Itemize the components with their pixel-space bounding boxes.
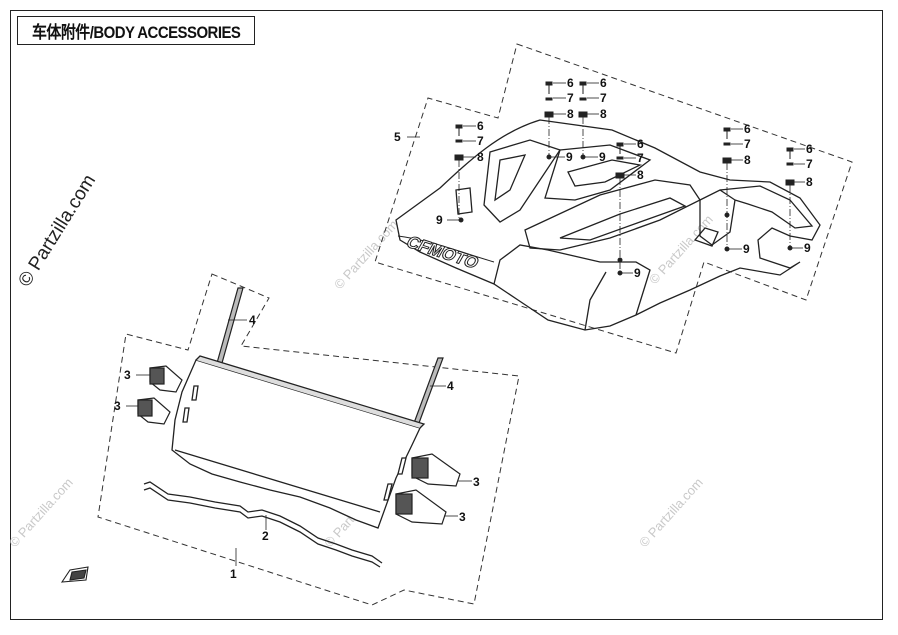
callout-7: 7 <box>806 157 813 171</box>
rod <box>143 481 383 568</box>
leader-lines-lower <box>126 319 472 566</box>
callout-1: 1 <box>230 567 237 581</box>
callout-5: 5 <box>394 130 401 144</box>
callout-6: 6 <box>637 137 644 151</box>
callout-7: 7 <box>744 137 751 151</box>
brand-lettering: CFMOTO <box>403 232 483 272</box>
watermark: © Partzilla.com <box>646 212 716 287</box>
callout-6: 6 <box>477 119 484 133</box>
callout-6: 6 <box>744 122 751 136</box>
callout-labels: 1 2 3 3 3 3 4 4 5 6 7 8 6 7 8 6 7 8 6 7 … <box>114 76 813 581</box>
callout-4: 4 <box>249 313 256 327</box>
callout-9: 9 <box>804 241 811 255</box>
callout-9: 9 <box>436 213 443 227</box>
title-box: 车体附件/BODY ACCESSORIES <box>17 16 255 45</box>
watermark: © Partzilla.com <box>636 475 706 550</box>
group-outline-lower <box>97 273 520 606</box>
callout-7: 7 <box>637 151 644 165</box>
callout-3: 3 <box>114 399 121 413</box>
watermark: © Partzilla.com <box>6 475 76 550</box>
fastener-axis-lines <box>458 117 791 273</box>
callout-2: 2 <box>262 529 269 543</box>
callout-4: 4 <box>447 379 454 393</box>
front-body-panel: CFMOTO <box>395 119 821 331</box>
callout-7: 7 <box>477 134 484 148</box>
front-arrow-icon <box>60 566 89 583</box>
callout-8: 8 <box>806 175 813 189</box>
callout-8: 8 <box>477 150 484 164</box>
callout-9: 9 <box>743 242 750 256</box>
callout-3: 3 <box>124 368 131 382</box>
watermark: © Partzilla.com <box>331 217 401 292</box>
callout-8: 8 <box>567 107 574 121</box>
callout-6: 6 <box>567 76 574 90</box>
callout-8: 8 <box>744 153 751 167</box>
callout-9: 9 <box>599 150 606 164</box>
callout-9: 9 <box>634 266 641 280</box>
callout-8: 8 <box>637 168 644 182</box>
callout-7: 7 <box>567 91 574 105</box>
rack-panel <box>171 355 426 529</box>
diagram-frame <box>10 10 883 620</box>
callout-8: 8 <box>600 107 607 121</box>
group-outline-upper <box>374 43 853 354</box>
watermark-main: © Partzilla.com <box>14 171 100 291</box>
leader-lines-upper <box>407 82 805 274</box>
page-title: 车体附件/BODY ACCESSORIES <box>32 23 241 42</box>
clamp <box>137 365 461 525</box>
callout-6: 6 <box>600 76 607 90</box>
callout-3: 3 <box>473 475 480 489</box>
callout-6: 6 <box>806 142 813 156</box>
callout-3: 3 <box>459 510 466 524</box>
callout-7: 7 <box>600 91 607 105</box>
callout-9: 9 <box>566 150 573 164</box>
